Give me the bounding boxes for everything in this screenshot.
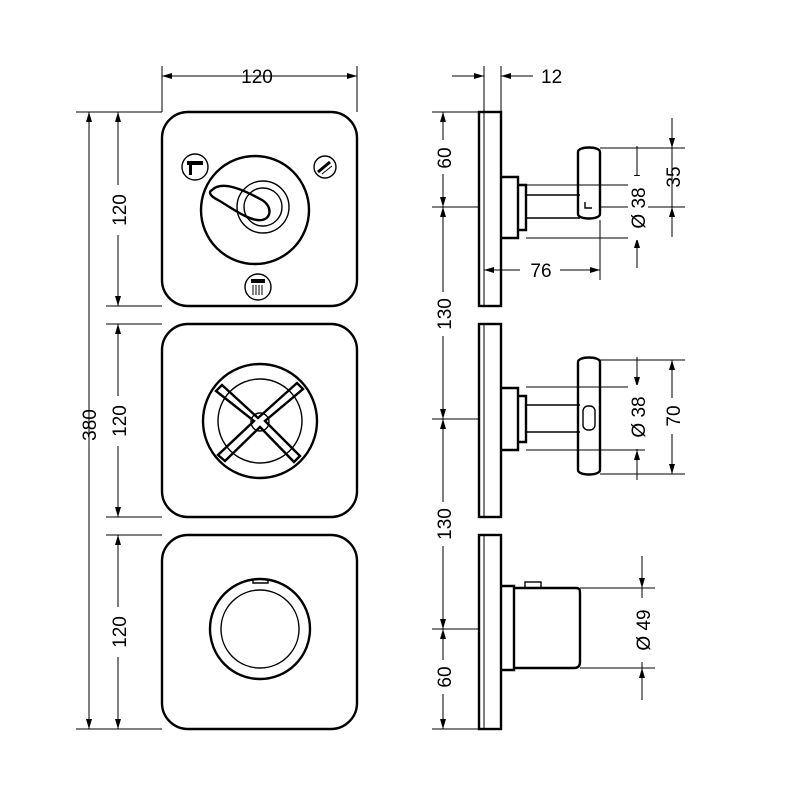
thermostat-plate: [160, 533, 359, 731]
front-view: 120 380 120 120 120: [76, 66, 359, 731]
overhead-shower-icon: [313, 155, 337, 179]
diverter-knob: [236, 180, 290, 234]
front-width-label: 120: [241, 67, 273, 88]
diverter-plate: [160, 110, 359, 308]
side-spacing-2-label: 130: [435, 508, 456, 540]
thermostat-side: [501, 581, 582, 672]
plate1-height-label: 120: [110, 194, 131, 226]
side-plate-1: [477, 110, 503, 308]
diverter-handle-height-label: 35: [664, 166, 685, 187]
diverter-knob-inner: [243, 187, 283, 227]
bath-filler-icon: [181, 153, 209, 181]
diverter-diameter-label: Ø 38: [629, 187, 650, 228]
thermostat-marker: [252, 580, 269, 584]
plate-thickness-label: 12: [541, 67, 562, 88]
side-plate-2: [477, 322, 503, 519]
side-bottom-offset-label: 60: [435, 666, 456, 687]
valve-ring-outer: [201, 362, 319, 480]
side-top-offset-label: 60: [435, 147, 456, 168]
valve-handle-height-label: 70: [664, 405, 685, 426]
thermostat-diameter-label: Ø 49: [634, 609, 655, 650]
side-view: 12 60 130 130 60 76 35: [432, 66, 685, 731]
plate2-height-label: 120: [110, 405, 131, 437]
diverter-ring-outer: [199, 154, 311, 266]
thermostat-knob-outer: [208, 577, 312, 681]
diverter-projection-label: 76: [530, 261, 551, 282]
side-spacing-1-label: 130: [435, 298, 456, 330]
valve-plate: [160, 322, 359, 519]
valve-side: [501, 356, 602, 476]
thermostat-knob-inner: [220, 589, 300, 669]
total-height-label: 380: [80, 409, 101, 441]
plate3-height-label: 120: [110, 616, 131, 648]
diverter-lever: [208, 184, 271, 222]
hand-shower-icon: [244, 273, 272, 301]
side-plate-3: [477, 533, 503, 731]
cross-handle: [214, 381, 305, 464]
valve-diameter-label: Ø 38: [629, 396, 650, 437]
diverter-side: [501, 146, 602, 240]
valve-ring-inner: [217, 378, 303, 464]
